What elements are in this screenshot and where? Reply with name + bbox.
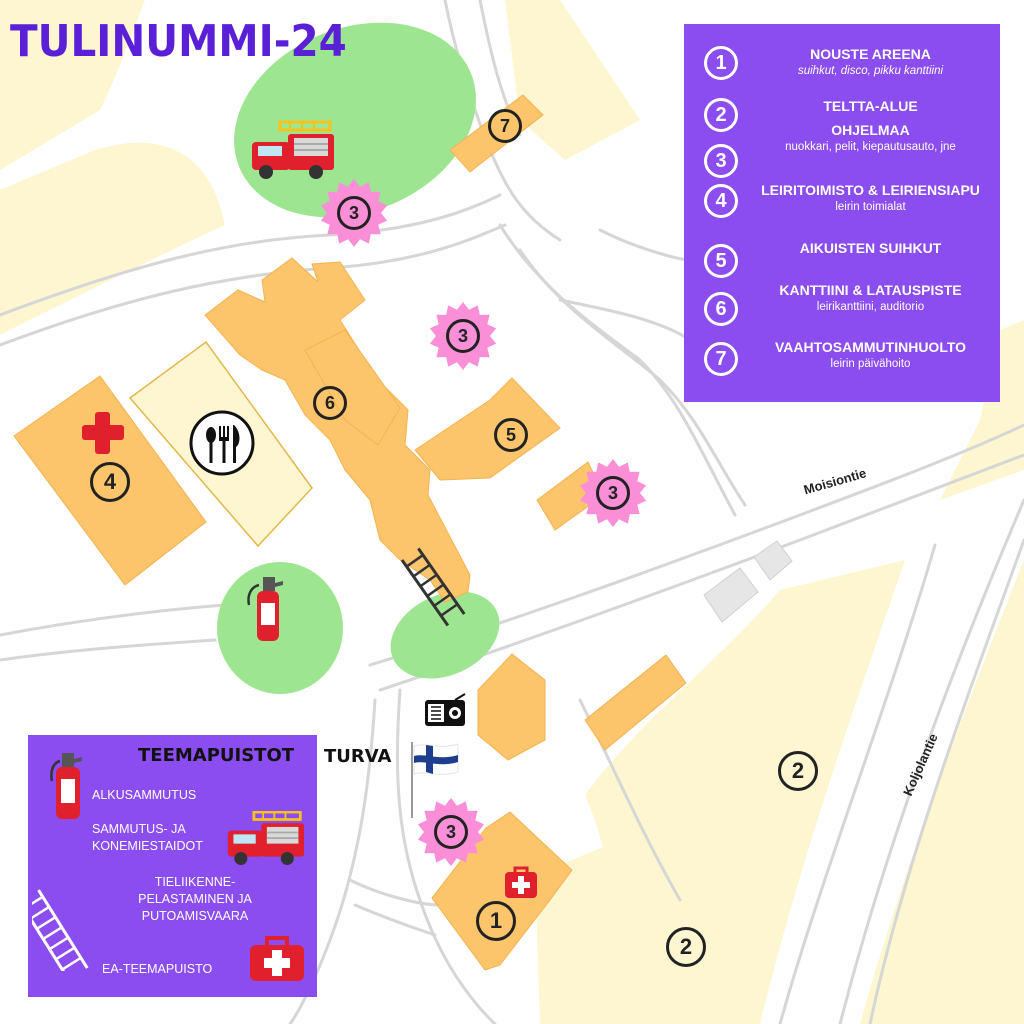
legend-text: TELTTA-ALUE bbox=[748, 98, 993, 115]
legend-number: 7 bbox=[704, 342, 738, 376]
legend-number: 3 bbox=[704, 144, 738, 178]
building-5 bbox=[414, 377, 561, 481]
theme-label-sammutus: SAMMUTUS- JA KONEMIESTAIDOT bbox=[92, 821, 203, 855]
legend-title: VAAHTOSAMMUTINHUOLTO bbox=[774, 339, 967, 355]
theme-label-tieliikenne: TIELIIKENNE- PELASTAMINEN JA PUTOAMISVAA… bbox=[120, 874, 270, 925]
area-right bbox=[940, 320, 1024, 500]
finnish-flag-icon bbox=[411, 742, 459, 818]
program-burst-center[interactable]: 3 bbox=[428, 301, 498, 371]
theme-label-line: PELASTAMINEN JA bbox=[138, 892, 252, 906]
area-top-center bbox=[505, 0, 640, 160]
marker-6[interactable]: 6 bbox=[313, 386, 347, 420]
legend-number: 1 bbox=[704, 46, 738, 80]
park-ladder bbox=[390, 591, 500, 679]
program-burst-south[interactable]: 3 bbox=[416, 797, 486, 867]
legend-title: LEIRITOIMISTO & LEIRIENSIAPU bbox=[761, 182, 980, 198]
legend-subtitle: leirin toimialat bbox=[835, 201, 906, 213]
fire-extinguisher-icon bbox=[50, 753, 82, 819]
legend-text: OHJELMAA nuokkari, pelit, kiepautusauto,… bbox=[748, 122, 993, 155]
legend-subtitle: suihkut, disco, pikku kanttiini bbox=[797, 65, 944, 77]
grey-buildings bbox=[703, 540, 793, 623]
legend-number: 2 bbox=[704, 98, 738, 132]
legend-text: NOUSTE AREENA suihkut, disco, pikku kant… bbox=[748, 46, 993, 79]
building-south-center bbox=[477, 653, 546, 761]
first-aid-kit-map-icon bbox=[505, 866, 537, 898]
legend-title: OHJELMAA bbox=[831, 122, 910, 138]
legend-title: NOUSTE AREENA bbox=[810, 46, 931, 62]
marker-2-east[interactable]: 2 bbox=[778, 751, 818, 791]
map-title: TULINUMMI-24 bbox=[10, 16, 347, 67]
program-burst-north[interactable]: 3 bbox=[319, 178, 389, 248]
marker-3-south: 3 bbox=[434, 815, 468, 849]
theme-label-ea: EA-TEEMAPUISTO bbox=[102, 962, 213, 976]
legend-title: KANTTIINI & LATAUSPISTE bbox=[779, 282, 962, 298]
legend-text: AIKUISTEN SUIHKUT bbox=[748, 240, 993, 257]
marker-1[interactable]: 1 bbox=[476, 901, 516, 941]
marker-5[interactable]: 5 bbox=[494, 418, 528, 452]
legend-panel: 1 NOUSTE AREENA suihkut, disco, pikku ka… bbox=[684, 24, 1000, 402]
area-left bbox=[0, 142, 225, 335]
legend-title: TELTTA-ALUE bbox=[823, 98, 918, 114]
legend-item-4: 4 LEIRITOIMISTO & LEIRIENSIAPU leirin to… bbox=[684, 172, 1000, 222]
theme-label-line: KONEMIESTAIDOT bbox=[92, 839, 203, 853]
restaurant-icon bbox=[189, 410, 255, 476]
program-burst-east[interactable]: 3 bbox=[578, 458, 648, 528]
building-6-main bbox=[204, 257, 471, 603]
legend-subtitle: leirin päivähoito bbox=[830, 358, 911, 370]
fire-truck-icon bbox=[227, 811, 304, 865]
building-1 bbox=[431, 811, 573, 971]
legend-title: AIKUISTEN SUIHKUT bbox=[799, 240, 942, 256]
legend-item-3: 3 OHJELMAA nuokkari, pelit, kiepautusaut… bbox=[684, 122, 1000, 178]
theme-label-line: PUTOAMISVAARA bbox=[141, 909, 249, 923]
first-aid-kit-icon bbox=[250, 936, 304, 981]
red-cross-icon bbox=[82, 412, 124, 454]
marker-2-south[interactable]: 2 bbox=[666, 927, 706, 967]
theme-parks-panel: TEEMAPUISTOT ALKUSAMMUTUS SAMMUTUS- JA K… bbox=[28, 735, 317, 997]
legend-subtitle: nuokkari, pelit, kiepautusauto, jne bbox=[785, 141, 956, 153]
fire-extinguisher-map-icon bbox=[247, 577, 283, 641]
theme-parks-title: TEEMAPUISTOT bbox=[138, 745, 295, 766]
area-far-right bbox=[860, 560, 1024, 1024]
turva-label: TURVA bbox=[324, 746, 392, 767]
legend-item-6: 6 KANTTIINI & LATAUSPISTE leirikanttiini… bbox=[684, 280, 1000, 330]
legend-subtitle: leirikanttiini, auditorio bbox=[816, 301, 925, 313]
fire-truck-map-icon bbox=[252, 120, 334, 179]
theme-label-line: TIELIIKENNE- bbox=[154, 875, 236, 889]
area-tent-south bbox=[535, 840, 765, 1024]
marker-4[interactable]: 4 bbox=[90, 462, 130, 502]
radio-icon bbox=[425, 693, 466, 726]
marker-3-center: 3 bbox=[446, 319, 480, 353]
legend-item-5: 5 AIKUISTEN SUIHKUT bbox=[684, 232, 1000, 282]
legend-number: 4 bbox=[704, 184, 738, 218]
legend-text: KANTTIINI & LATAUSPISTE leirikanttiini, … bbox=[748, 282, 993, 315]
marker-7[interactable]: 7 bbox=[488, 109, 522, 143]
theme-label-alkusammutus: ALKUSAMMUTUS bbox=[92, 788, 197, 802]
building-south-east bbox=[584, 654, 687, 751]
ladder-map-icon bbox=[400, 547, 466, 627]
theme-label-line: SAMMUTUS- JA bbox=[92, 822, 186, 836]
legend-number: 6 bbox=[704, 292, 738, 326]
marker-3-east: 3 bbox=[596, 476, 630, 510]
legend-number: 5 bbox=[704, 244, 738, 278]
ladder-icon bbox=[32, 889, 89, 971]
marker-3-north: 3 bbox=[337, 196, 371, 230]
area-top-left bbox=[0, 0, 145, 170]
legend-text: VAAHTOSAMMUTINHUOLTO leirin päivähoito bbox=[748, 339, 993, 372]
legend-item-7: 7 VAAHTOSAMMUTINHUOLTO leirin päivähoito bbox=[684, 330, 1000, 380]
legend-text: LEIRITOIMISTO & LEIRIENSIAPU leirin toim… bbox=[748, 182, 993, 215]
legend-item-2: 2 TELTTA-ALUE bbox=[684, 86, 1000, 136]
legend-item-1: 1 NOUSTE AREENA suihkut, disco, pikku ka… bbox=[684, 34, 1000, 84]
